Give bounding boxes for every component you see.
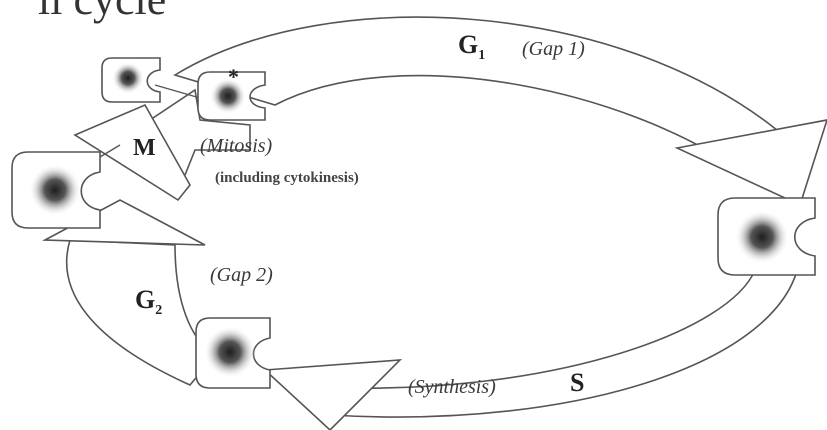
cell-g1-right: [717, 197, 816, 276]
s-arrow: [328, 253, 801, 418]
s-name: (Synthesis): [408, 376, 496, 398]
m-label: M: [133, 135, 156, 161]
nucleus-icon: [735, 210, 789, 264]
s-label: S: [570, 368, 585, 397]
g2-name: (Gap 2): [210, 264, 273, 286]
nucleus-icon: [210, 78, 246, 114]
m-name: (Mitosis): [200, 135, 273, 157]
nucleus-icon: [112, 62, 144, 94]
g1-arrow-head: [674, 119, 827, 207]
g1-label: G1: [458, 30, 486, 64]
nucleus-icon: [204, 326, 256, 378]
diagram-title: ll cycle: [38, 0, 166, 25]
g2-label: G2: [135, 285, 163, 319]
cell-daughter-small: [101, 57, 161, 103]
division-line-1: [154, 84, 201, 99]
g1-name: (Gap 1): [522, 38, 585, 60]
cell-daughter-marked: [197, 71, 266, 121]
m-arrow-head: [73, 103, 191, 202]
star-marker: *: [228, 64, 239, 89]
nucleus-icon: [29, 164, 81, 216]
cell-g2-bottom: [195, 317, 271, 389]
s-arrow-head: [263, 359, 403, 430]
cell-mitosis: [11, 151, 101, 229]
m-note: (including cytokinesis): [215, 170, 359, 186]
